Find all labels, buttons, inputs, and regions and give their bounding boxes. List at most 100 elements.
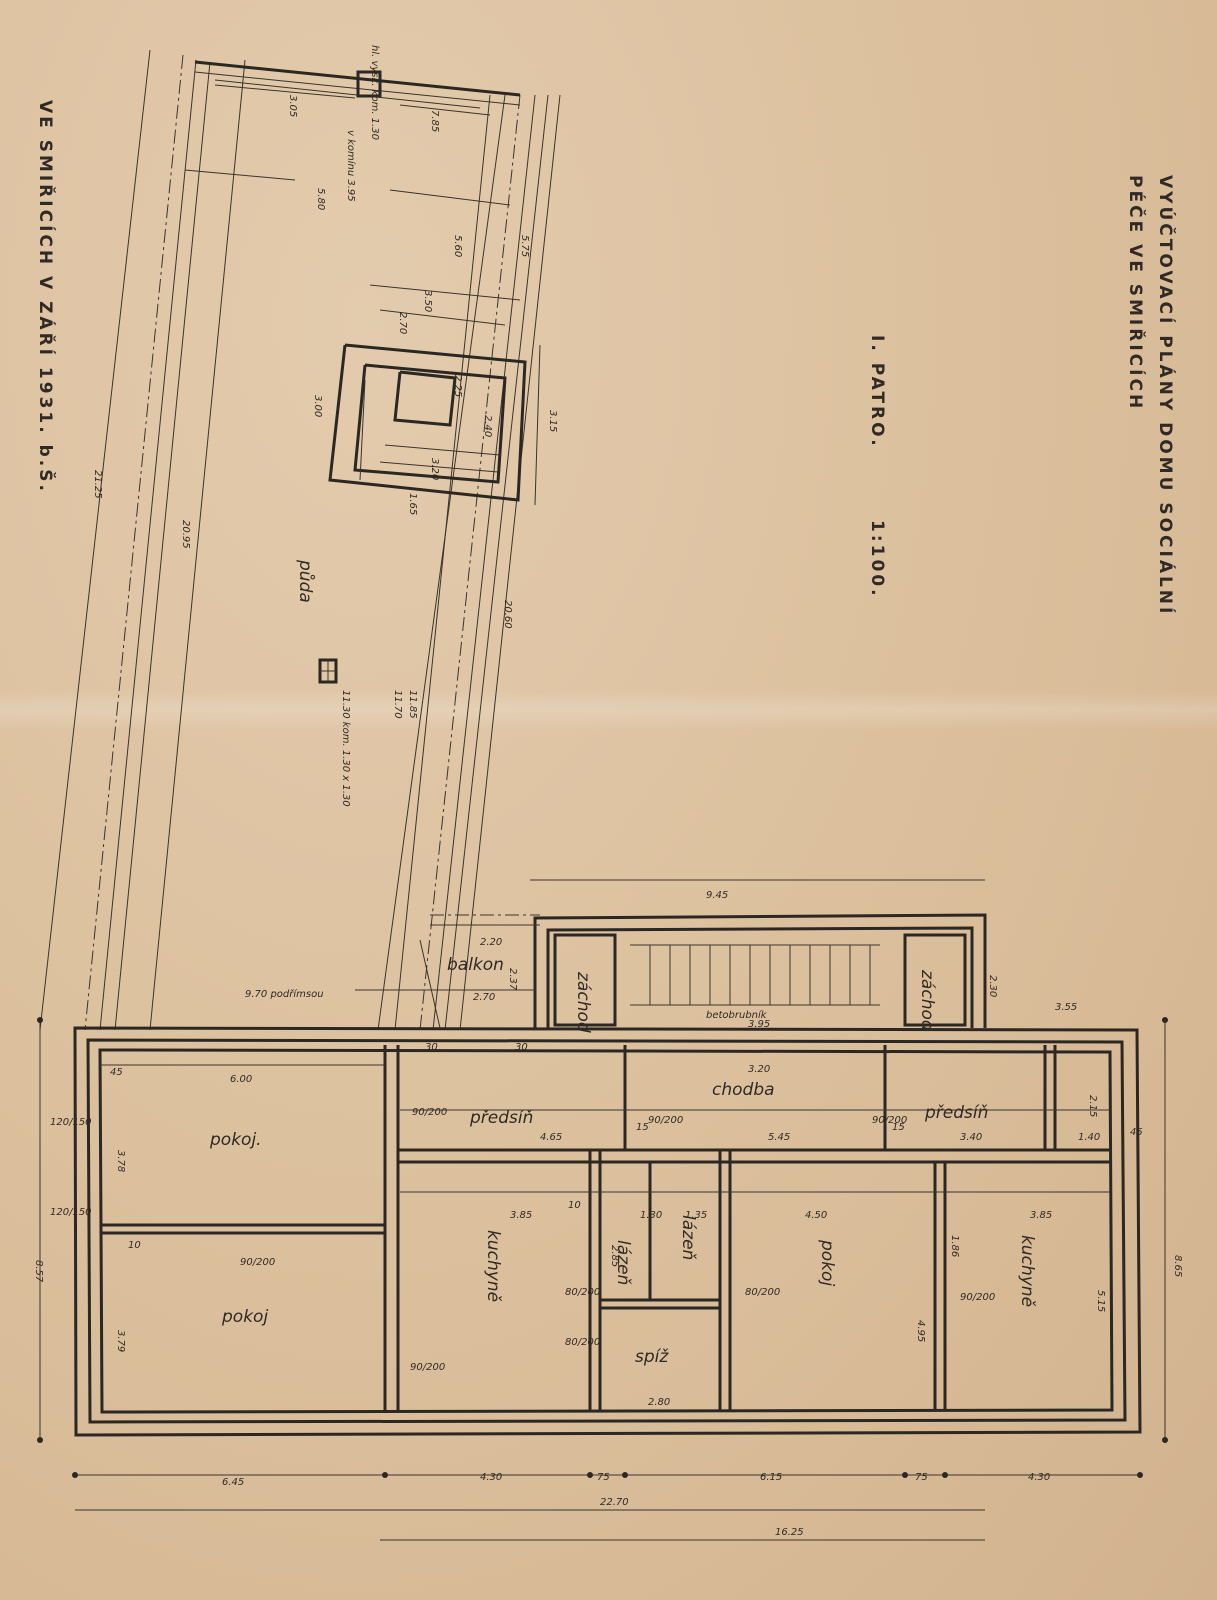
svg-text:45: 45 (110, 1067, 123, 1078)
svg-text:1.35: 1.35 (685, 1210, 707, 1221)
svg-text:I. PATRO.: I. PATRO. (867, 335, 887, 449)
chimney-note-2: 11.30 kom. 1.30 x 1.30 (340, 690, 351, 807)
svg-text:15: 15 (892, 1122, 905, 1133)
room-predsin-2: předsíň (924, 1103, 988, 1123)
svg-text:4.30: 4.30 (480, 1472, 502, 1483)
svg-text:5.45: 5.45 (768, 1132, 790, 1143)
svg-text:9.45: 9.45 (706, 890, 728, 901)
svg-text:80/200: 80/200 (565, 1287, 600, 1298)
svg-text:10: 10 (128, 1240, 141, 1251)
svg-text:2.40: 2.40 (482, 415, 493, 437)
svg-text:1.40: 1.40 (1078, 1132, 1100, 1143)
svg-text:4.50: 4.50 (805, 1210, 827, 1221)
room-lazen-2: lázeň (678, 1215, 698, 1260)
svg-text:1.65: 1.65 (407, 493, 418, 515)
room-pokoj-3: pokoj (817, 1239, 837, 1286)
svg-text:2.80: 2.80 (648, 1397, 670, 1408)
svg-text:45: 45 (1130, 1127, 1143, 1138)
svg-text:5.15: 5.15 (1095, 1290, 1106, 1312)
svg-text:11.70: 11.70 (392, 690, 403, 719)
svg-text:3.20: 3.20 (748, 1064, 770, 1075)
svg-text:4.95: 4.95 (915, 1320, 926, 1342)
svg-text:75: 75 (915, 1472, 928, 1483)
svg-text:11.85: 11.85 (407, 690, 418, 719)
svg-text:5.60: 5.60 (452, 235, 463, 257)
staircase (630, 944, 880, 1006)
room-zachod-1: záchod (573, 971, 593, 1033)
chimney-note-3: hl. vysk. kom. 1.30 (369, 45, 380, 140)
svg-text:3.15: 3.15 (547, 410, 558, 432)
svg-text:22.70: 22.70 (600, 1497, 629, 1508)
svg-text:15: 15 (636, 1122, 649, 1133)
svg-text:2.85: 2.85 (609, 1245, 620, 1267)
svg-text:7.85: 7.85 (429, 110, 440, 132)
scale-label: 1:100. (867, 520, 887, 599)
svg-text:120/150: 120/150 (50, 1117, 92, 1128)
svg-text:VE SMIŘICÍCH V ZÁŘÍ 1931. b.Š.: VE SMIŘICÍCH V ZÁŘÍ 1931. b.Š. (35, 100, 57, 494)
svg-text:3.78: 3.78 (115, 1150, 126, 1172)
svg-text:90/200: 90/200 (872, 1115, 907, 1126)
svg-text:2.70: 2.70 (397, 312, 408, 334)
svg-text:2.37: 2.37 (507, 968, 518, 991)
svg-text:20.95: 20.95 (180, 520, 191, 549)
svg-text:3.85: 3.85 (510, 1210, 532, 1221)
room-kuchyne-2: kuchyně (1017, 1235, 1037, 1307)
svg-text:75: 75 (597, 1472, 610, 1483)
svg-text:3.40: 3.40 (960, 1132, 982, 1143)
room-pokoj-2: pokoj (221, 1307, 268, 1327)
room-predsin-1: předsíň (469, 1108, 533, 1128)
room-kuchyne-1: kuchyně (483, 1230, 503, 1302)
svg-text:5.75: 5.75 (519, 235, 530, 257)
svg-text:16.25: 16.25 (775, 1527, 804, 1538)
svg-text:1.86: 1.86 (949, 1235, 960, 1257)
room-zachod-2: záchod (917, 969, 937, 1031)
svg-text:90/200: 90/200 (240, 1257, 275, 1268)
svg-text:4.30: 4.30 (1028, 1472, 1050, 1483)
svg-text:30: 30 (425, 1042, 438, 1053)
stair-curb-label: betobrubník (706, 1009, 768, 1021)
title-block: VYÚČTOVACÍ PLÁNY DOMU SOCIÁLNÍ PÉČE VE S… (1125, 175, 1177, 616)
svg-text:3.05: 3.05 (287, 95, 298, 117)
svg-text:2.30: 2.30 (987, 975, 998, 997)
room-spiz: spíž (635, 1347, 669, 1367)
svg-text:90/200: 90/200 (648, 1115, 683, 1126)
attic-label: půda (295, 559, 316, 603)
svg-text:6.00: 6.00 (230, 1074, 252, 1085)
svg-text:20.60: 20.60 (502, 600, 513, 629)
svg-text:8.57: 8.57 (33, 1260, 44, 1283)
svg-text:4.65: 4.65 (540, 1132, 562, 1143)
title-line-2: PÉČE VE SMIŘICÍCH (1125, 175, 1147, 411)
svg-text:10: 10 (568, 1200, 581, 1211)
svg-text:2.15: 2.15 (1087, 1095, 1098, 1117)
svg-text:3.50: 3.50 (422, 290, 433, 312)
svg-text:3.00: 3.00 (312, 395, 323, 417)
cornice-note: 9.70 podřímsou (245, 988, 324, 1000)
room-pokoj-1: pokoj. (209, 1130, 262, 1150)
place-date: VE SMIŘICÍCH V ZÁŘÍ 1931. b.Š. (35, 100, 57, 494)
svg-text:2.20: 2.20 (480, 937, 502, 948)
svg-text:5.80: 5.80 (315, 188, 326, 210)
svg-text:2.70: 2.70 (473, 992, 495, 1003)
svg-text:90/200: 90/200 (412, 1107, 447, 1118)
svg-text:3.79: 3.79 (115, 1330, 126, 1352)
svg-text:80/200: 80/200 (565, 1337, 600, 1348)
chimney-note-1: v komínu 3.95 (345, 130, 357, 202)
svg-text:80/200: 80/200 (745, 1287, 780, 1298)
svg-text:8.65: 8.65 (1172, 1255, 1183, 1277)
svg-text:2.25: 2.25 (452, 375, 463, 397)
svg-text:90/200: 90/200 (410, 1362, 445, 1373)
svg-text:3.85: 3.85 (1030, 1210, 1052, 1221)
room-balkon: balkon (447, 955, 504, 975)
svg-text:21.25: 21.25 (92, 470, 103, 499)
main-floor-plan: pokoj. pokoj pokoj kuchyně kuchyně lázeň… (33, 879, 1183, 1541)
paper-fold (0, 690, 1217, 730)
svg-text:90/200: 90/200 (960, 1292, 995, 1303)
room-chodba: chodba (712, 1080, 775, 1100)
svg-text:6.45: 6.45 (222, 1477, 244, 1488)
room-lazen-1: lázeň (613, 1240, 633, 1285)
attic-plan: půda 21.25 20.95 20.60 11.85 11.70 5.80 … (39, 45, 561, 1031)
svg-text:6.15: 6.15 (760, 1472, 782, 1483)
floor-label: I. PATRO. 1:100. (867, 335, 887, 599)
svg-text:30: 30 (515, 1042, 528, 1053)
